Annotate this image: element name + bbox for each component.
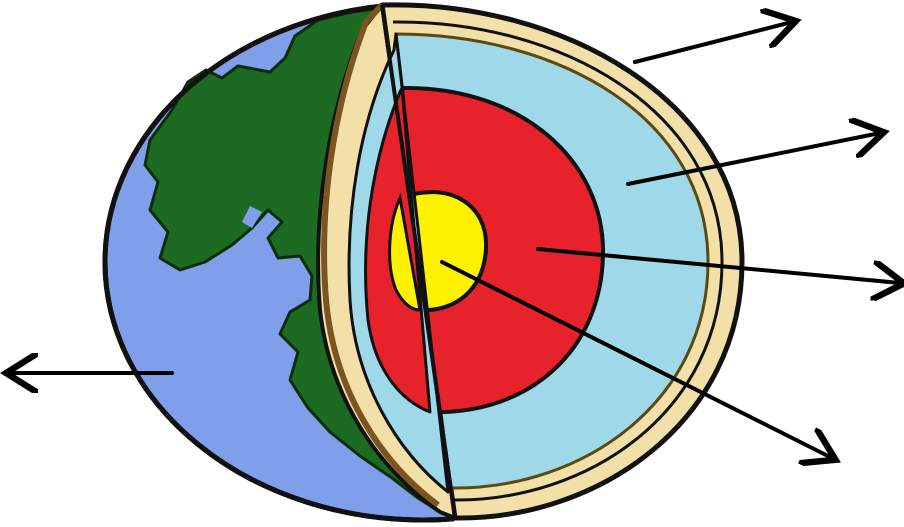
crust-arrow: [635, 22, 792, 62]
